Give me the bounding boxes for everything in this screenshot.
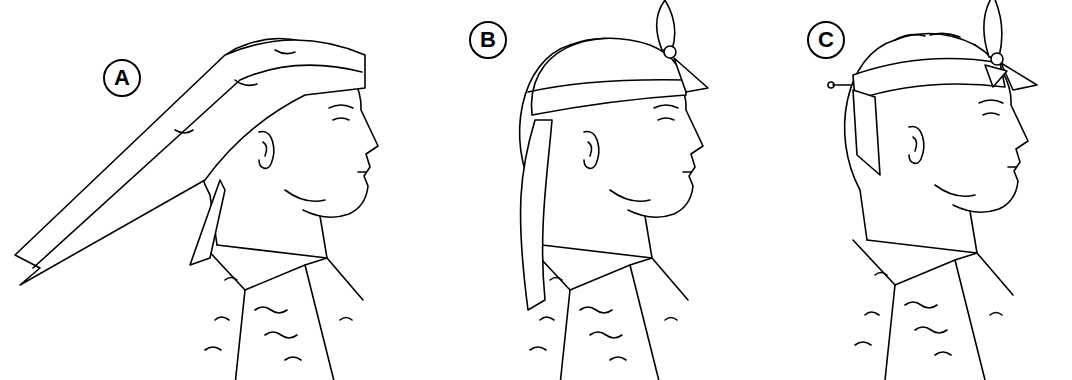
figure-c (828, 0, 1037, 380)
head-profile (520, 39, 703, 380)
bandage (853, 59, 1005, 100)
bandage (853, 90, 880, 175)
figure-letter: A (114, 67, 130, 89)
figure-letter: C (818, 29, 834, 51)
figure-b (520, 0, 708, 380)
letter-circle: A (103, 59, 141, 97)
bandage (15, 40, 365, 285)
figure-letter: B (480, 29, 496, 51)
bandage-knot (674, 58, 708, 92)
safety-pin (833, 84, 851, 86)
bandage-tail (521, 120, 552, 310)
bandage-knot (984, 0, 1002, 57)
bandage-knot (657, 0, 675, 50)
bandage-tail (190, 180, 225, 265)
head-profile (845, 34, 1028, 380)
letter-circle: C (807, 21, 845, 59)
figure-a (15, 39, 378, 380)
bandage-knot (1001, 63, 1037, 90)
letter-circle: B (469, 21, 507, 59)
